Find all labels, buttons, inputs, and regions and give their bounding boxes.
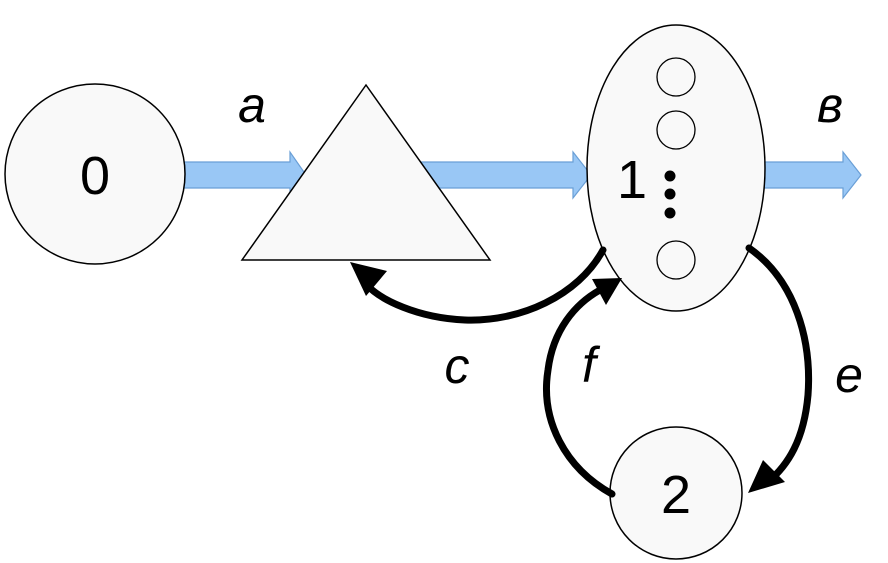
ellipsis-dot	[664, 207, 676, 219]
ellipsis-dot	[664, 170, 676, 182]
edge-e-arrowhead	[748, 460, 785, 493]
edge-c-curve	[362, 246, 607, 324]
triangle-node	[240, 83, 492, 261]
edge-label-b: в	[817, 77, 843, 133]
ellipsis-dot	[664, 188, 676, 200]
edge-label-f: f	[582, 337, 601, 393]
node-1-substate-circle	[656, 57, 696, 97]
node-1-substate-circle	[656, 240, 696, 280]
edge-label-a: a	[238, 77, 266, 133]
flow-arrow-triangle-to-1	[419, 150, 592, 200]
edge-e-curve	[745, 244, 813, 486]
node-0-label: 0	[80, 146, 110, 206]
edge-c-arrowhead	[350, 262, 387, 296]
node-1-substate-circle	[656, 110, 696, 150]
edge-f-curve	[543, 286, 616, 498]
node-1-ellipse	[586, 24, 766, 312]
edge-label-e: e	[835, 347, 863, 403]
node-0-circle	[4, 83, 186, 265]
flow-arrow-0-to-triangle	[179, 150, 307, 200]
node-2-label: 2	[661, 465, 691, 525]
flow-arrow-1-out	[759, 150, 862, 200]
node-1-label: 1	[617, 150, 647, 210]
edge-label-c: c	[445, 338, 470, 394]
edge-f-arrowhead	[592, 278, 622, 305]
